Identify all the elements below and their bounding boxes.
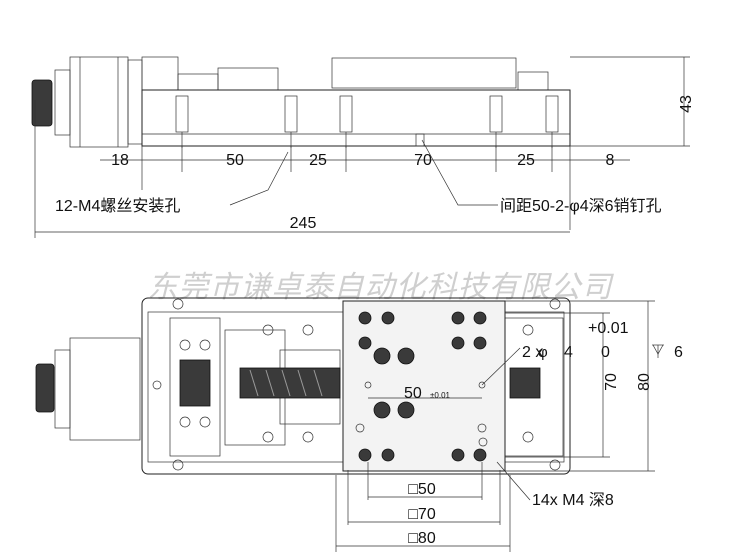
- segment-ticks: [141, 146, 571, 230]
- watermark-text: 东莞市谦卓泰自动化科技有限公司: [148, 270, 615, 305]
- tol-plus: +0.01: [588, 320, 629, 337]
- bearing-block: [179, 359, 211, 407]
- top-motor-knob: [35, 363, 55, 413]
- pin-dia: 4: [564, 344, 573, 361]
- base-body: [141, 89, 571, 147]
- dim-seg-18: 18: [111, 152, 129, 169]
- tol-zero: 0: [601, 344, 610, 361]
- dim-seg-8: 8: [606, 152, 615, 169]
- top-view: 50 ±0.01 2 x φ 4 +0.01 0 6 70 80 14x M4 …: [35, 297, 683, 552]
- dim-seg-50: 50: [226, 152, 244, 169]
- dim-total-length: 245: [290, 215, 317, 232]
- leader-right: [421, 139, 498, 206]
- dim-seg-25a: 25: [309, 152, 327, 169]
- thread-callout: 14x M4 深8: [532, 491, 614, 509]
- pin-depth: 6: [674, 344, 683, 361]
- phi-symbol: φ: [538, 344, 548, 361]
- square-80: □80: [408, 530, 436, 547]
- motor-end-cap: [54, 69, 71, 136]
- side-screw-holes: [175, 95, 559, 148]
- callout-pin-holes: 间距50-2-φ4深6销钉孔: [500, 197, 662, 215]
- square-70: □70: [408, 506, 436, 523]
- motor-knob: [31, 79, 53, 127]
- carriage-holes: [355, 311, 488, 462]
- dim-70-vertical: 70: [603, 373, 620, 391]
- dim-seg-70: 70: [414, 152, 432, 169]
- top-motor-body: [69, 337, 141, 441]
- leader-left: [229, 151, 289, 206]
- base-holes: [152, 298, 561, 471]
- dim-height: 43: [678, 95, 695, 113]
- square-50: □50: [408, 481, 436, 498]
- side-view: 43 18 50 25 70 25 8 12-M4螺丝安装孔 间距50-2-φ4…: [31, 56, 695, 238]
- pin-count: 2 x: [522, 344, 543, 361]
- callout-screw-holes: 12-M4螺丝安装孔: [55, 197, 180, 215]
- base-plate: [141, 297, 571, 475]
- motor-body: [69, 56, 129, 148]
- lead-screw: [239, 367, 541, 399]
- dim-80-vertical: 80: [636, 373, 653, 391]
- carriage-plate: [342, 300, 506, 472]
- dim-pin-spacing-tol: ±0.01: [430, 391, 451, 400]
- dim-pin-spacing: 50: [404, 385, 422, 402]
- carriage-top: [331, 57, 517, 89]
- dim-seg-25b: 25: [517, 152, 535, 169]
- depth-symbol: [652, 344, 664, 358]
